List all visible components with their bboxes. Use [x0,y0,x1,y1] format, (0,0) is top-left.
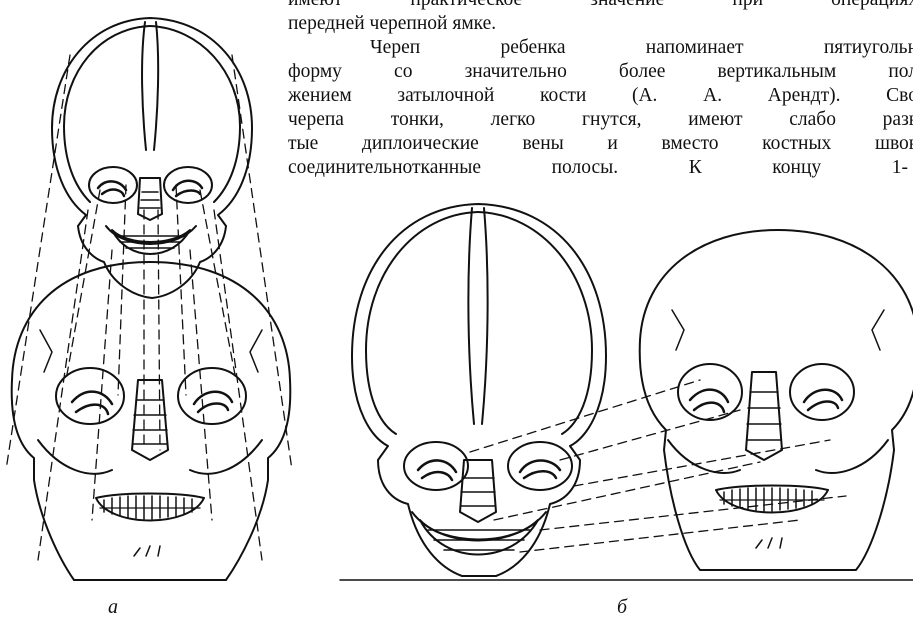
figure-a-projection-lines [6,55,292,560]
figure-a-adult-skull [12,262,291,580]
caption-a: а [108,596,118,619]
figure-b-child-skull [352,204,606,576]
caption-b: б [617,596,627,619]
figure-b-adult-skull [640,230,913,570]
